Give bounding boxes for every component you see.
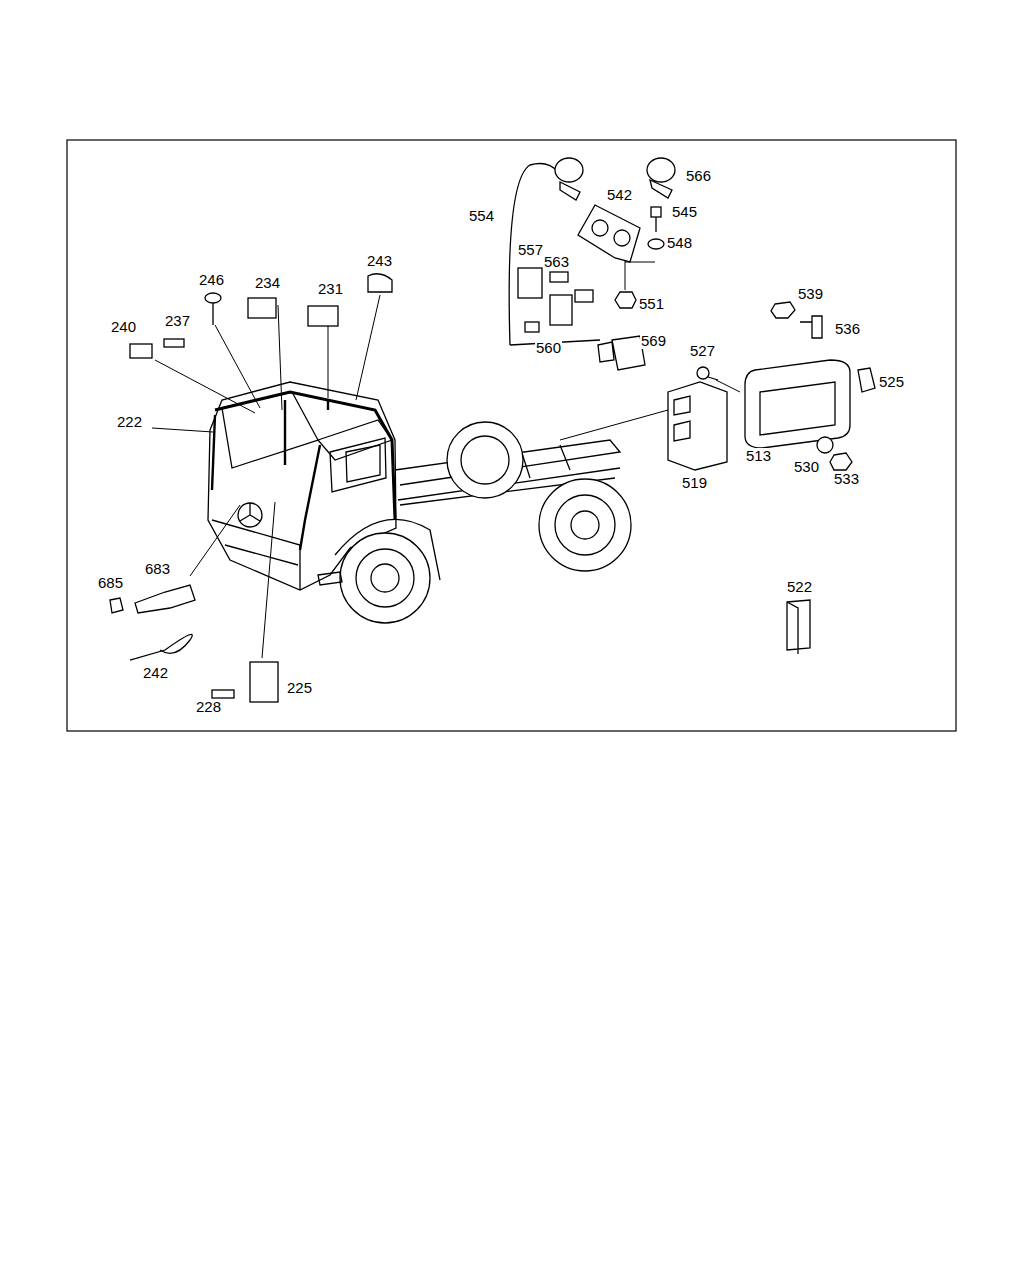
callout-number: 237 bbox=[164, 313, 191, 329]
callout-number: 536 bbox=[834, 321, 861, 337]
callout-number: 554 bbox=[468, 208, 495, 224]
callout-number: 525 bbox=[878, 374, 905, 390]
callout-number: 234 bbox=[254, 275, 281, 291]
callout-number: 222 bbox=[116, 414, 143, 430]
callout-number: 522 bbox=[786, 579, 813, 595]
callout-number: 539 bbox=[797, 286, 824, 302]
callout-number: 533 bbox=[833, 471, 860, 487]
callout-number: 569 bbox=[640, 333, 667, 349]
parts bbox=[110, 158, 875, 702]
callout-number: 566 bbox=[685, 168, 712, 184]
callout-number: 685 bbox=[97, 575, 124, 591]
callout-number: 231 bbox=[317, 281, 344, 297]
callout-number: 551 bbox=[638, 296, 665, 312]
callout-number: 242 bbox=[142, 665, 169, 681]
callout-number: 228 bbox=[195, 699, 222, 715]
callout-number: 542 bbox=[606, 187, 633, 203]
callout-number: 225 bbox=[286, 680, 313, 696]
frame bbox=[67, 140, 956, 731]
callout-number: 519 bbox=[681, 475, 708, 491]
callout-number: 557 bbox=[517, 242, 544, 258]
leader-lines bbox=[152, 260, 740, 658]
callout-number: 548 bbox=[666, 235, 693, 251]
callout-number: 545 bbox=[671, 204, 698, 220]
callout-number: 246 bbox=[198, 272, 225, 288]
callout-number: 563 bbox=[543, 254, 570, 270]
callout-number: 527 bbox=[689, 343, 716, 359]
callout-number: 530 bbox=[793, 459, 820, 475]
callout-number: 243 bbox=[366, 253, 393, 269]
callout-number: 240 bbox=[110, 319, 137, 335]
callout-number: 560 bbox=[535, 340, 562, 356]
callout-number: 513 bbox=[745, 448, 772, 464]
truck bbox=[208, 382, 631, 623]
callout-number: 683 bbox=[144, 561, 171, 577]
